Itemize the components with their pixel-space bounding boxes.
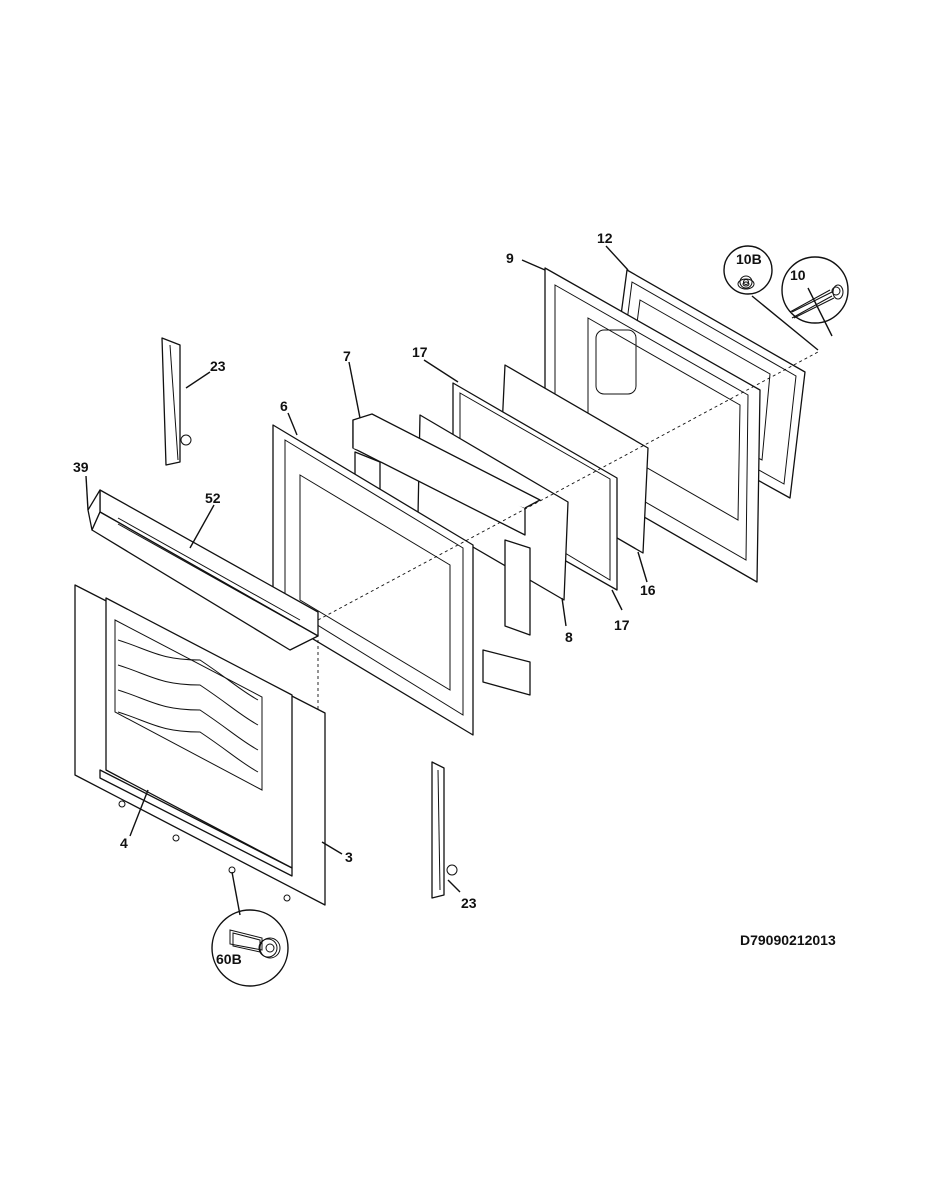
part-23-hinge-lower[interactable] — [431, 761, 458, 899]
drawing-number: D79090212013 — [740, 932, 836, 948]
callout-60b: 60B — [216, 951, 242, 967]
part-23-hinge-upper[interactable] — [161, 337, 192, 466]
callout-circle-10b — [723, 245, 773, 295]
washer-detail — [737, 278, 755, 290]
callout-3: 3 — [345, 849, 353, 865]
callout-circle-10 — [781, 256, 849, 324]
callout-9: 9 — [506, 250, 514, 266]
part-6-door-frame[interactable] — [272, 424, 474, 736]
callout-17-lower: 17 — [614, 617, 630, 633]
callout-39: 39 — [73, 459, 89, 475]
callout-7: 7 — [343, 348, 351, 364]
callout-12: 12 — [597, 230, 613, 246]
part-3-outer-door-panel[interactable] — [74, 584, 326, 906]
callout-16: 16 — [640, 582, 656, 598]
callout-10b: 10B — [736, 251, 762, 267]
leader-lines — [85, 245, 833, 916]
door-screws[interactable] — [118, 800, 291, 902]
callout-17-upper: 17 — [412, 344, 428, 360]
callout-23-upper: 23 — [210, 358, 226, 374]
part-10-screw[interactable] — [789, 286, 841, 319]
callout-4: 4 — [120, 835, 128, 851]
part-52-door-handle[interactable] — [117, 517, 301, 627]
callout-6: 6 — [280, 398, 288, 414]
part-60b-screw-detail[interactable] — [232, 932, 278, 958]
screw-60b-detail — [229, 929, 281, 959]
part-4-bottom-trim[interactable] — [99, 769, 293, 877]
callout-52: 52 — [205, 490, 221, 506]
part-7-insulation[interactable] — [352, 413, 541, 696]
callout-23-lower: 23 — [461, 895, 477, 911]
screw-detail — [791, 284, 844, 319]
assembly-line — [317, 351, 819, 621]
callout-10: 10 — [790, 267, 806, 283]
callout-8: 8 — [565, 629, 573, 645]
callout-circle-60b — [211, 909, 289, 987]
